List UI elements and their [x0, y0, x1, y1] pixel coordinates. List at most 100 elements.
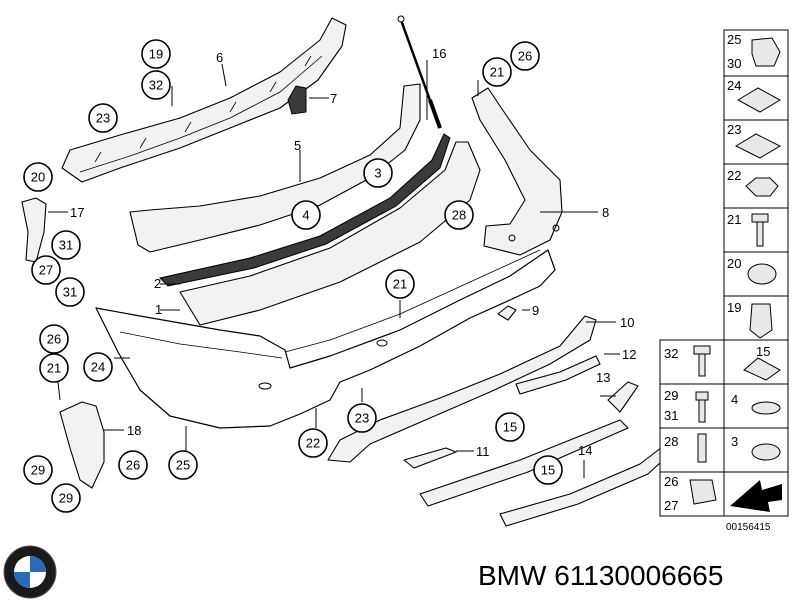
svg-text:23: 23 — [96, 111, 110, 126]
svg-text:23: 23 — [355, 411, 369, 426]
svg-text:3: 3 — [731, 434, 738, 449]
svg-text:21: 21 — [490, 65, 504, 80]
callout-24: 24 — [83, 352, 113, 382]
trim-part-11 — [403, 447, 457, 469]
part-number-caption: BMW 61130006665 — [478, 560, 723, 591]
svg-text:15: 15 — [541, 463, 555, 478]
svg-text:22: 22 — [727, 168, 741, 183]
clip-icon-24 — [736, 87, 782, 113]
callout-26-mid: 26 — [118, 450, 148, 480]
label-13: 13 — [596, 370, 610, 385]
svg-text:30: 30 — [727, 56, 741, 71]
callout-21-top: 21 — [482, 57, 512, 87]
callout-15-lower: 15 — [533, 455, 563, 485]
label-8: 8 — [602, 205, 609, 220]
plug-icon-3 — [751, 443, 781, 461]
label-16: 16 — [432, 46, 446, 61]
svg-text:29: 29 — [59, 491, 73, 506]
svg-text:24: 24 — [91, 360, 105, 375]
callout-19: 19 — [141, 39, 171, 69]
callout-29-upper: 29 — [23, 455, 53, 485]
svg-text:15: 15 — [503, 420, 517, 435]
svg-text:31: 31 — [59, 238, 73, 253]
clip-icon-26 — [689, 479, 717, 505]
lower-trim-part-10 — [327, 315, 597, 463]
clip-icon-15 — [743, 357, 781, 381]
svg-text:25: 25 — [727, 32, 741, 47]
clip-part-7 — [287, 85, 307, 115]
bracket-part-17 — [21, 197, 47, 263]
svg-text:29: 29 — [664, 388, 678, 403]
svg-text:27: 27 — [664, 498, 678, 513]
nut-icon-22 — [745, 177, 779, 197]
callout-20: 20 — [23, 162, 53, 192]
svg-text:28: 28 — [664, 434, 678, 449]
clip-icon-23 — [734, 133, 782, 159]
callout-22: 22 — [298, 428, 328, 458]
label-9: 9 — [532, 303, 539, 318]
drawing-code: 00156415 — [726, 522, 771, 533]
trim-strip-part-3 — [179, 141, 481, 326]
svg-text:26: 26 — [47, 332, 61, 347]
arrow-icon — [730, 480, 782, 512]
reflector-part-9 — [497, 305, 517, 321]
bmw-logo — [3, 545, 57, 599]
svg-text:28: 28 — [452, 208, 466, 223]
upper-trim-part-5 — [129, 83, 421, 253]
label-18: 18 — [127, 423, 141, 438]
strip-part-15 — [419, 419, 629, 507]
svg-text:31: 31 — [63, 285, 77, 300]
callout-4: 4 — [291, 200, 321, 230]
callout-21-center: 21 — [385, 269, 415, 299]
upper-bracket-part-6 — [61, 17, 347, 183]
callout-32: 32 — [141, 70, 171, 100]
svg-text:21: 21 — [393, 277, 407, 292]
svg-text:22: 22 — [306, 436, 320, 451]
callout-23-top: 23 — [88, 103, 118, 133]
clip-icon-19 — [749, 303, 773, 339]
callout-28: 28 — [444, 200, 474, 230]
screw-icon-21 — [751, 213, 769, 223]
strip-part-12 — [515, 355, 601, 395]
hardware-grid-right: 25 30 24 23 22 21 20 19 15 4 3 — [723, 29, 789, 517]
side-bracket-part-8 — [471, 87, 563, 256]
svg-text:20: 20 — [727, 256, 741, 271]
callout-26-top: 26 — [510, 41, 540, 71]
svg-text:26: 26 — [664, 474, 678, 489]
svg-text:21: 21 — [47, 361, 61, 376]
label-12: 12 — [622, 347, 636, 362]
callout-29-lower: 29 — [51, 483, 81, 513]
callout-31-upper: 31 — [51, 230, 81, 260]
pin-icon-28 — [697, 433, 707, 463]
label-17: 17 — [70, 205, 84, 220]
callout-26-left: 26 — [39, 324, 69, 354]
label-1: 1 — [155, 302, 162, 317]
callout-31-lower: 31 — [55, 277, 85, 307]
svg-text:32: 32 — [149, 78, 163, 93]
callout-15-upper: 15 — [495, 412, 525, 442]
nut-icon-20 — [747, 263, 777, 285]
svg-text:20: 20 — [31, 170, 45, 185]
svg-text:23: 23 — [727, 122, 741, 137]
svg-text:21: 21 — [727, 212, 741, 227]
svg-text:32: 32 — [664, 346, 678, 361]
label-5: 5 — [294, 138, 301, 153]
svg-text:24: 24 — [727, 78, 741, 93]
label-2: 2 — [154, 276, 161, 291]
svg-text:4: 4 — [731, 392, 738, 407]
label-11: 11 — [476, 444, 490, 459]
label-7: 7 — [330, 91, 337, 106]
callout-25: 25 — [168, 450, 198, 480]
svg-text:29: 29 — [31, 463, 45, 478]
label-10: 10 — [620, 315, 634, 330]
svg-text:19: 19 — [149, 47, 163, 62]
gas-strut-part-16 — [397, 15, 442, 129]
svg-text:31: 31 — [664, 408, 678, 423]
label-6: 6 — [216, 50, 223, 65]
clip-icon-25 — [751, 37, 781, 67]
screw-icon-29 — [695, 391, 709, 401]
washer-icon-4 — [751, 401, 781, 415]
svg-text:3: 3 — [374, 166, 381, 181]
svg-text:19: 19 — [727, 300, 741, 315]
